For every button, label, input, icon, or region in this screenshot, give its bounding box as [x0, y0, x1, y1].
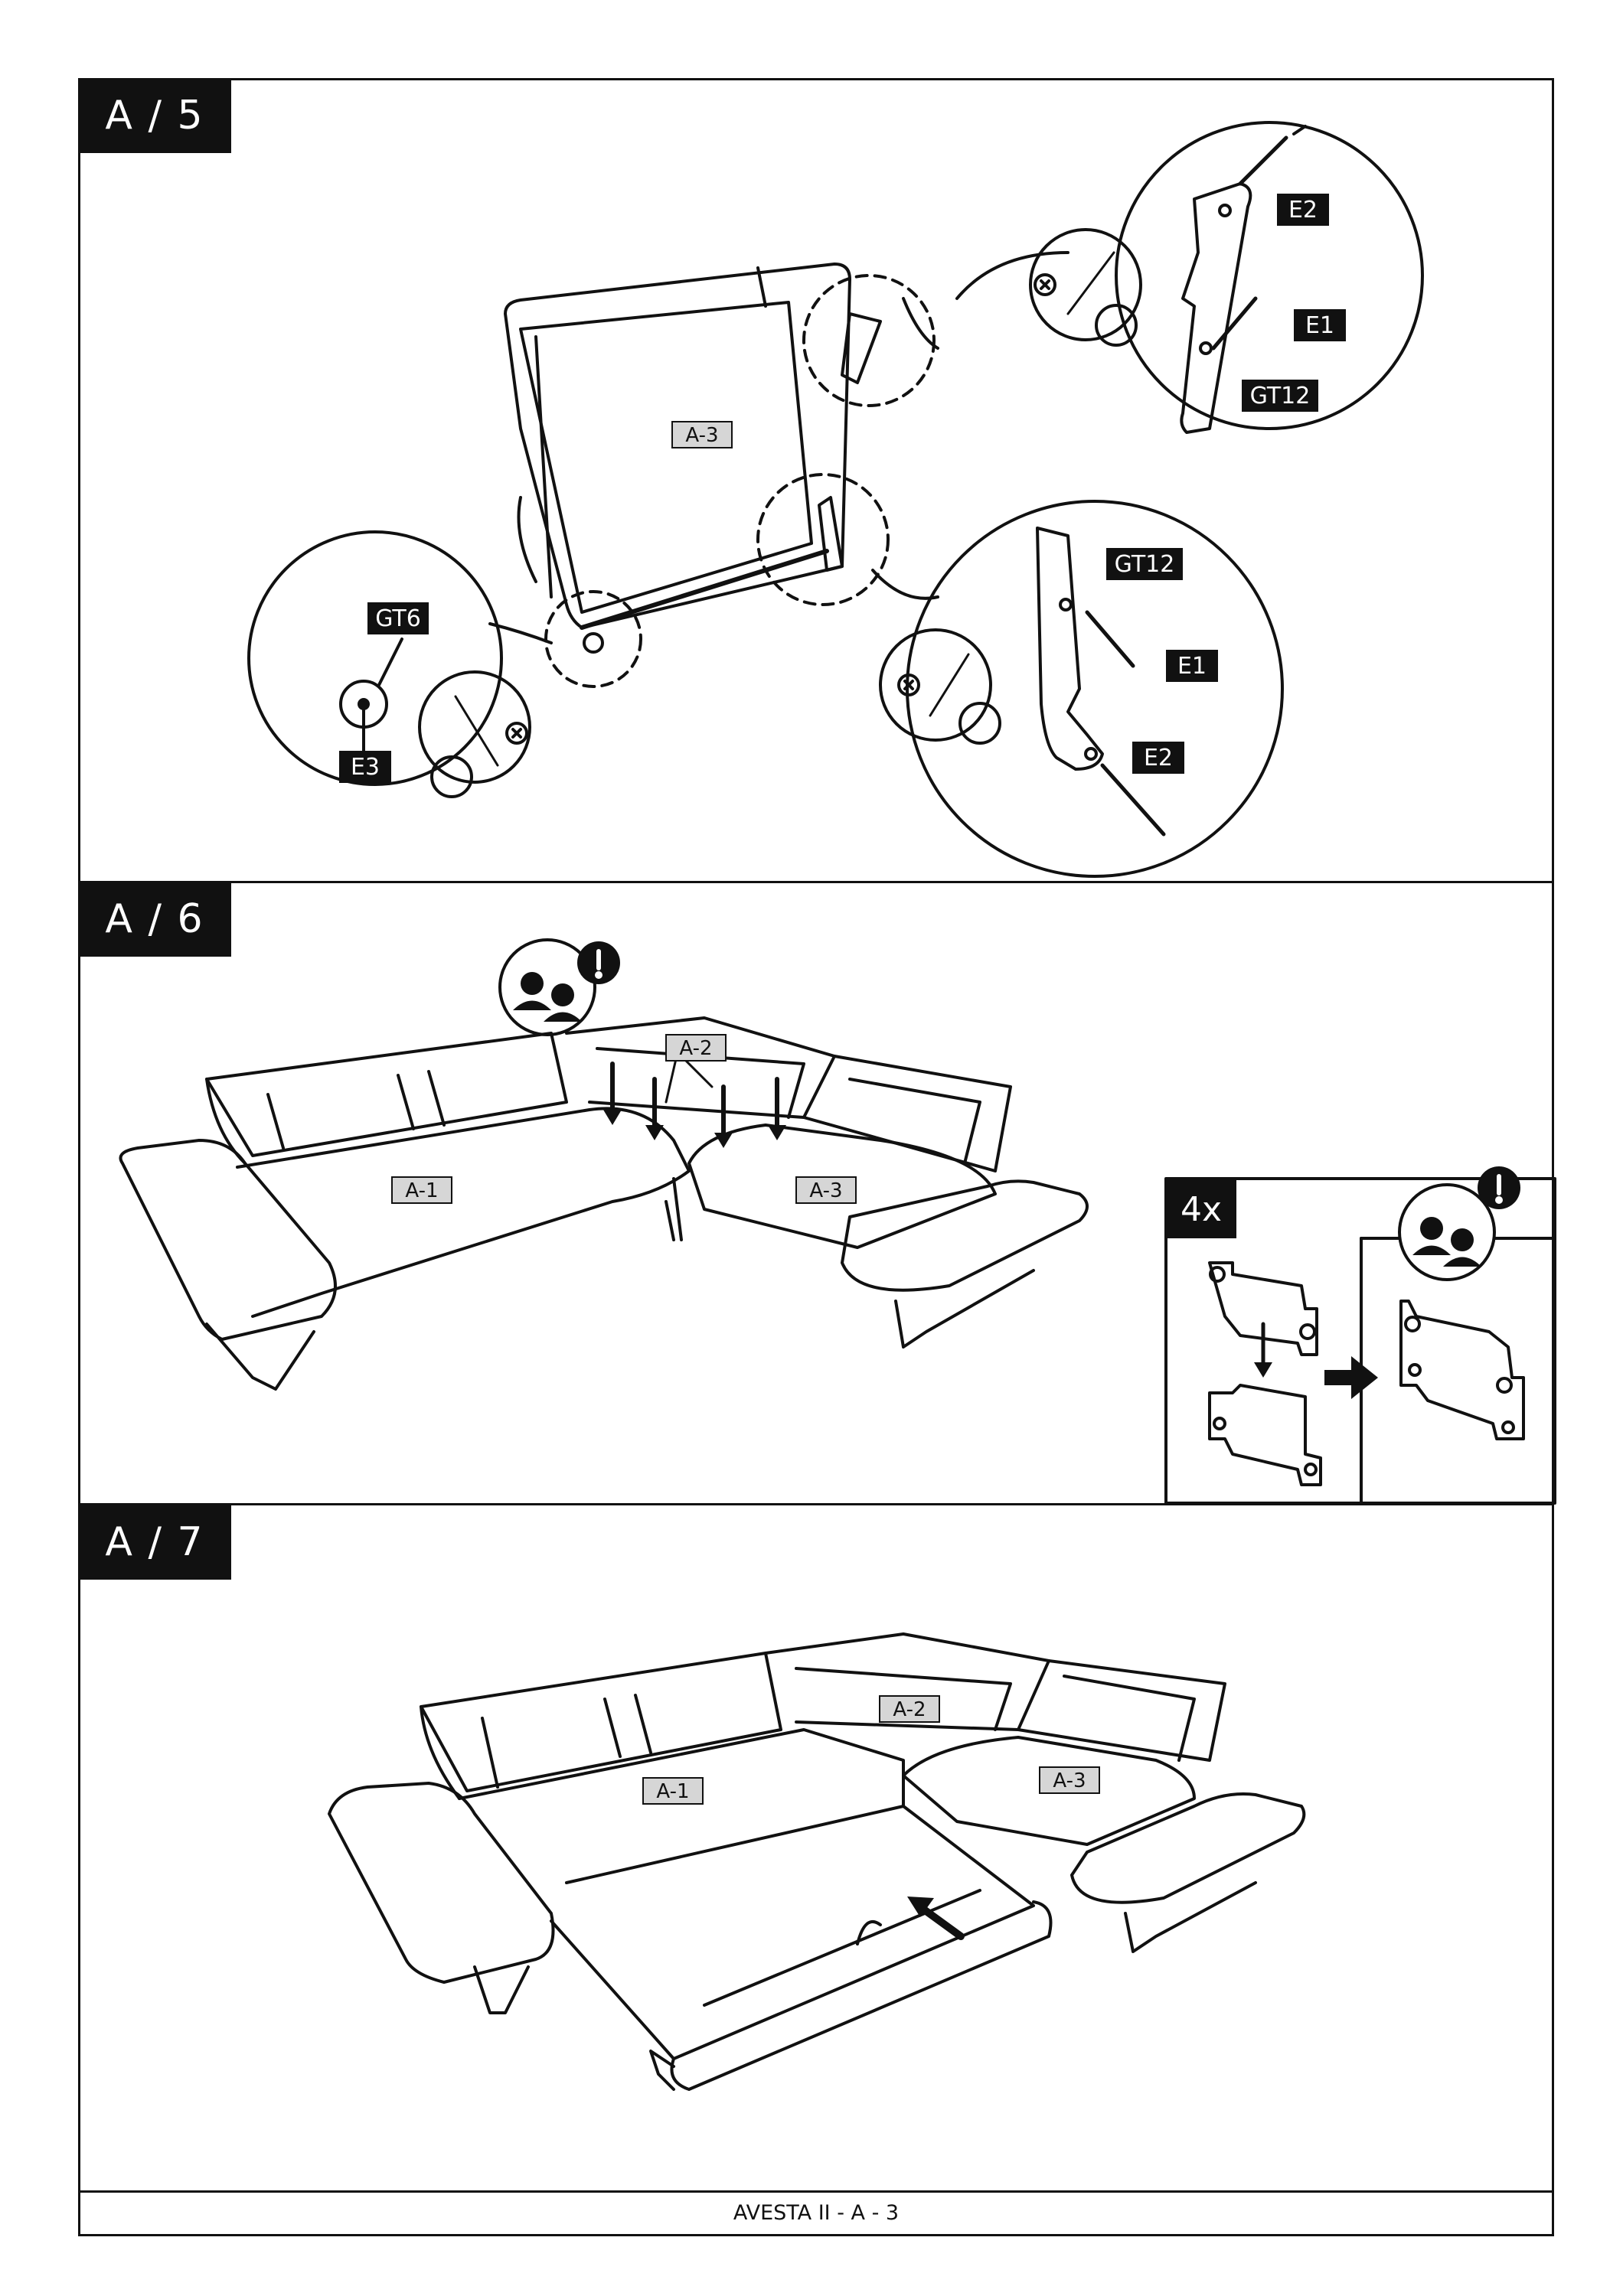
two-person-icon: [1398, 1183, 1496, 1281]
a5-detail-marker-top: [802, 274, 936, 407]
hardware-label-gt12: GT12: [1250, 383, 1311, 409]
screwdriver-tool-circle: [879, 628, 992, 742]
part-label-a2: A-2: [893, 1698, 926, 1721]
step-label-a7: A / 7: [78, 1505, 231, 1580]
panel-divider: [78, 1503, 1554, 1505]
a7-sofa-illustration: [328, 1632, 1306, 2091]
hardware-label-e3: E3: [351, 754, 380, 781]
part-label-a3: A-3: [809, 1179, 842, 1202]
a5-magnifier-right: [906, 500, 1284, 878]
part-label-boxes-grey: A-3 A-2 A-1 A-3 A-2 A-1 A-3: [391, 421, 1100, 1805]
step-label-a5: A / 5: [78, 78, 231, 153]
quantity-label: 4x: [1181, 1190, 1222, 1229]
a6-sofa-illustration: [119, 1016, 1089, 1391]
panel-divider: [78, 881, 1554, 883]
hardware-label-e2: E2: [1144, 745, 1173, 771]
a5-detail-marker-right: [756, 473, 890, 606]
a5-detail-marker-left: [544, 590, 642, 688]
hardware-label-e1: E1: [1305, 312, 1334, 339]
step-label-a6: A / 6: [78, 882, 231, 957]
part-label-a3: A-3: [685, 424, 718, 447]
part-label-a1: A-1: [405, 1179, 438, 1202]
screwdriver-tool-circle: [1029, 228, 1142, 341]
page-frame: [78, 78, 1554, 2236]
right-arrow-icon: [1324, 1356, 1378, 1399]
hardware-label-gt6: GT6: [375, 605, 421, 632]
hardware-label-e2: E2: [1288, 197, 1318, 223]
a5-magnifier-left: [247, 530, 503, 786]
hardware-label-gt12: GT12: [1115, 551, 1175, 578]
part-label-a1: A-1: [656, 1780, 689, 1803]
screwdriver-tool-circle: [418, 670, 531, 784]
part-label-a2: A-2: [679, 1037, 712, 1060]
a5-magnifier-top-right: [1115, 121, 1424, 430]
a5-sofa-module-upright: [504, 263, 882, 630]
hardware-label-boxes: E2 E1 GT12 GT12 E1 E2 GT6 E3: [339, 194, 1346, 783]
page-footer: AVESTA II - A - 3: [78, 2190, 1554, 2234]
part-label-a3: A-3: [1053, 1769, 1086, 1792]
two-person-icon: [498, 938, 596, 1036]
hardware-label-e1: E1: [1177, 653, 1207, 680]
